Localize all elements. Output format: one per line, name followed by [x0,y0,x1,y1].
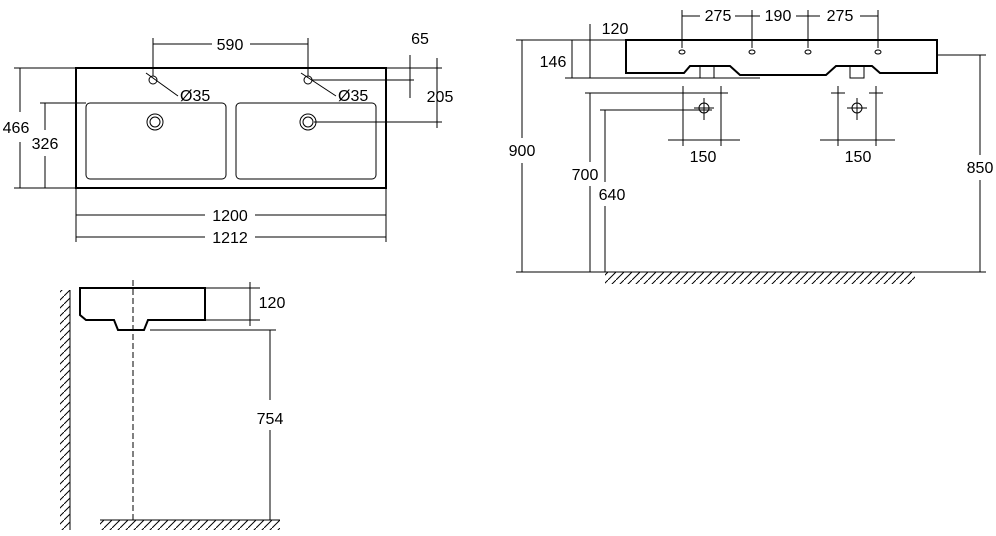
basin-front [625,39,938,76]
dim-overflow-height: 146 [540,54,567,71]
dim-supply-height: 700 [572,167,599,184]
drain-right-icon [299,113,317,131]
side-view: 120 754 [60,280,285,530]
dim-total-depth: 466 [3,120,30,137]
basin-profile [79,287,206,331]
dim-tap-offset: 65 [411,31,429,48]
dim-spacing-middle: 190 [765,8,792,25]
right-bowl [235,102,377,180]
front-view: 120 146 275 190 275 900 700 640 150 150 … [509,8,994,284]
dim-top-height: 900 [509,143,536,160]
dim-total-width: 1212 [212,230,248,247]
dim-basin-height: 120 [259,295,286,312]
dim-inner-width: 1200 [212,208,248,225]
plan-view: 590 65 Ø35 Ø35 205 466 326 1200 1212 [3,31,454,247]
dim-bottom-height: 850 [967,160,994,177]
supply-left [668,86,740,146]
dim-bowl-depth: 326 [32,136,59,153]
dim-tap-hole-right: Ø35 [338,88,368,105]
dim-spacing-left: 275 [705,8,732,25]
dim-supply-spacing-right: 150 [845,149,872,166]
dim-rim-height: 120 [602,21,629,38]
dim-tap-spacing: 590 [217,37,244,54]
dim-drain-height: 640 [599,187,626,204]
dim-tap-hole-left: Ø35 [180,88,210,105]
left-bowl [85,102,227,180]
supply-right [820,86,895,146]
dim-install-height: 754 [257,411,284,428]
dim-spacing-right: 275 [827,8,854,25]
drain-left-icon [146,113,164,131]
basin-outline [75,67,387,189]
dim-drain-depth: 205 [427,89,454,106]
dim-supply-spacing-left: 150 [690,149,717,166]
